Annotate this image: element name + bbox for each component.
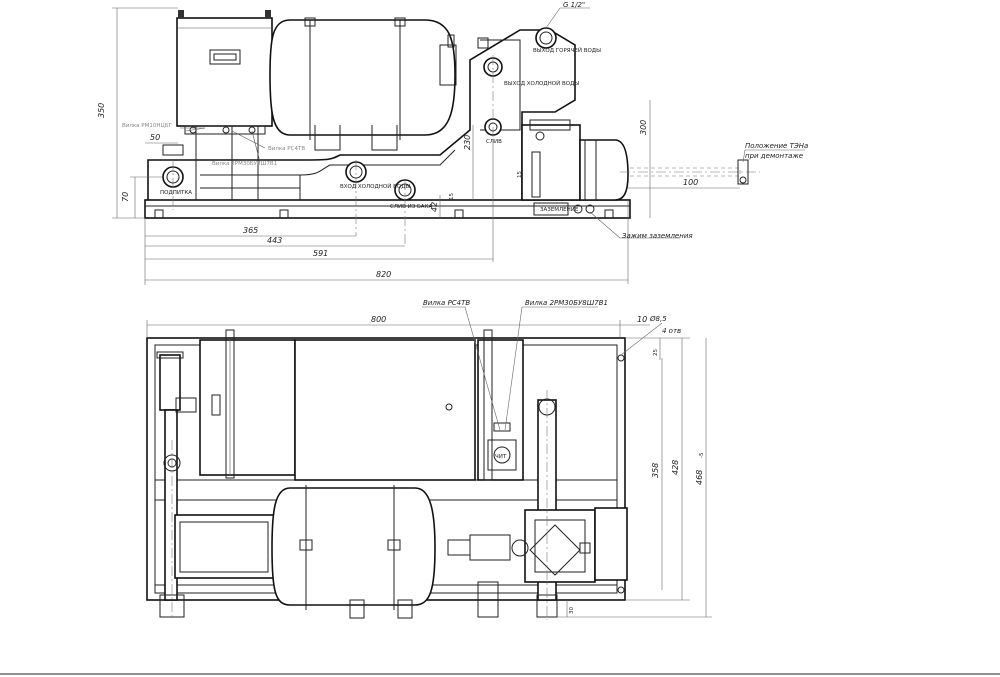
dim-365: 365 [243,226,258,235]
port-makeup: ПОДПИТКА [160,190,192,196]
dim-10: 10 [637,315,647,324]
dim-50: 50 [150,133,160,142]
dim-15-b: 15 [517,171,523,178]
plan-view: ЧИТ 800 [146,299,712,620]
dim-300: 300 [639,120,648,135]
dim-70: 70 [121,192,130,202]
svg-text:ЗАЗЕМЛЕНИЕ: ЗАЗЕМЛЕНИЕ [540,207,579,213]
callout-vilka-rs: Вилка РС4ТВ [268,146,305,152]
port-hot-out: ВЫХОД ГОРЯЧЕЙ ВОДЫ [533,47,601,54]
dim-428: 428 [671,460,680,475]
dim-358: 358 [651,463,660,478]
port-cold-in: ВХОД ХОЛОДНОЙ ВОДЫ [340,183,411,190]
front-dimensions: 350 70 50 365 443 591 820 230 300 100 [97,7,740,285]
plan-callouts: Вилка РС4ТВ Вилка 2РМ30БУ8Ш7В1 [422,299,608,431]
dim-820: 820 [376,270,391,279]
callout-vilka-rsh: Вилка РМ10НЦБГ [122,123,173,129]
dim-443: 443 [267,236,282,245]
dim-25: 25 [653,349,659,356]
callout-install-1: Положение ТЭНа [745,142,808,150]
callout-grounding: Зажим заземления [622,232,693,240]
callout-2rm30: Вилка 2РМ30БУ8Ш7В1 [525,299,608,307]
dim-230: 230 [463,135,472,150]
port-drain: СЛИВ [486,139,502,145]
dim-350: 350 [97,103,106,118]
dim-42: 42 [430,202,439,212]
callout-rs4tv: Вилка РС4ТВ [423,299,470,307]
dim-30: 30 [569,607,575,614]
dim-4holes: 4 отв [662,327,681,335]
callout-install-2: при демонтаже [745,152,803,160]
front-elevation-view: ЗАЗЕМЛЕНИЕ 350 70 50 365 443 [97,1,808,285]
dim-468: 468 [695,470,704,485]
dim-15-a: 15 [449,193,455,200]
plan-dimensions: 800 10 Ø8,5 4 отв 25 358 428 468 -5 30 [146,315,712,618]
dim-468-tol: -5 [699,452,705,458]
dim-100: 100 [683,178,698,187]
front-callouts: G 1/2" Вилка РМ10НЦБГ Вилка РС4ТВ Вилка … [122,1,808,240]
thread-label: G 1/2" [563,1,585,9]
port-cold-out: ВЫХОД ХОЛОДНОЙ ВОДЫ [504,80,579,87]
dim-d85: Ø8,5 [649,315,667,323]
dim-591: 591 [313,249,328,258]
callout-vilka-2rm: Вилка 2РМ30БУ8Ш7В1 [212,161,277,167]
dim-800: 800 [371,315,386,324]
svg-text:ЧИТ: ЧИТ [495,454,507,460]
port-drain-tank: СЛИВ ИЗ БАКА [390,204,432,210]
